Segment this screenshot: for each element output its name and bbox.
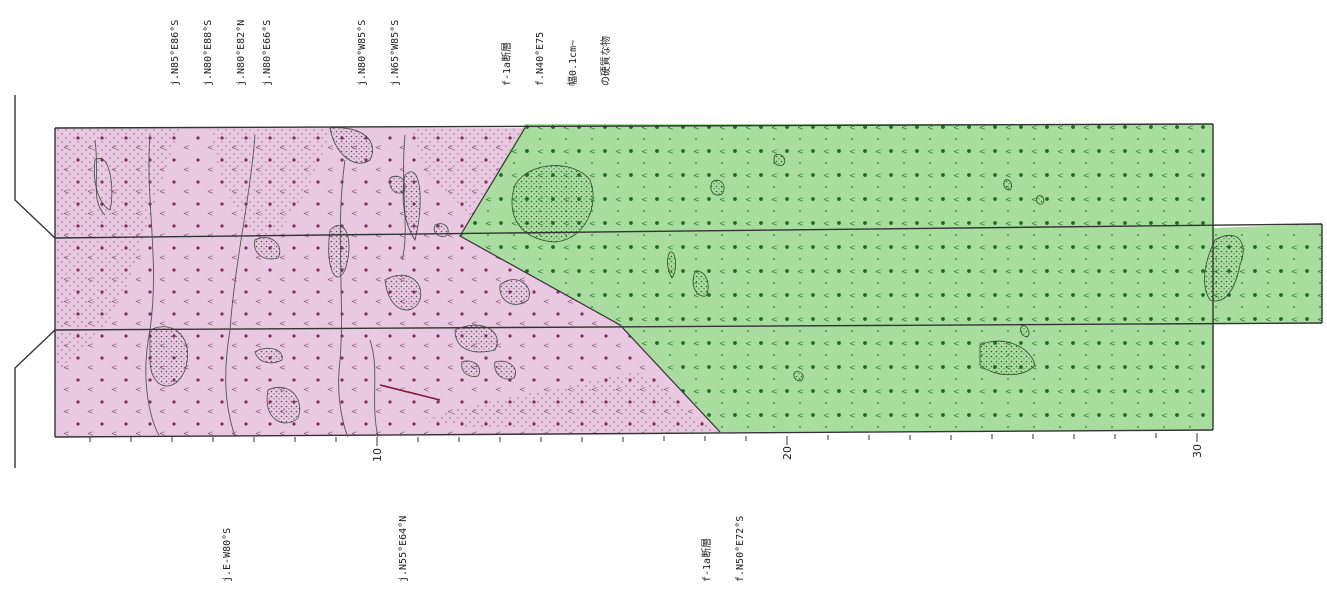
bottom-annotation-fault: f-1a断層 f.N50°E72°S: [702, 515, 746, 582]
scale-ticks: [89, 433, 1198, 446]
fault-boundary: [459, 127, 721, 433]
scale-label-10: 10: [371, 448, 384, 462]
bottom-annotation-joint-2: j.N55°E64°N: [398, 515, 409, 582]
top-annotation-joints-3: j.N80°W85°S j.N65°W85°S: [357, 19, 401, 86]
green-clasts: [511, 153, 1244, 382]
top-annotation-joints-2: j.N80°E66°S: [262, 19, 273, 86]
green-rock-unit: [460, 124, 1322, 432]
bottom-annotation-joint-1: j.E-W80°S: [222, 527, 233, 582]
scale-label-30: 30: [1191, 444, 1204, 458]
scale-label-20: 20: [781, 446, 794, 460]
pink-clasts: [93, 127, 530, 424]
top-annotation-fault: f-1a断層 f.N40°E75 幅0.1cm~ の硬質な物: [502, 31, 612, 86]
